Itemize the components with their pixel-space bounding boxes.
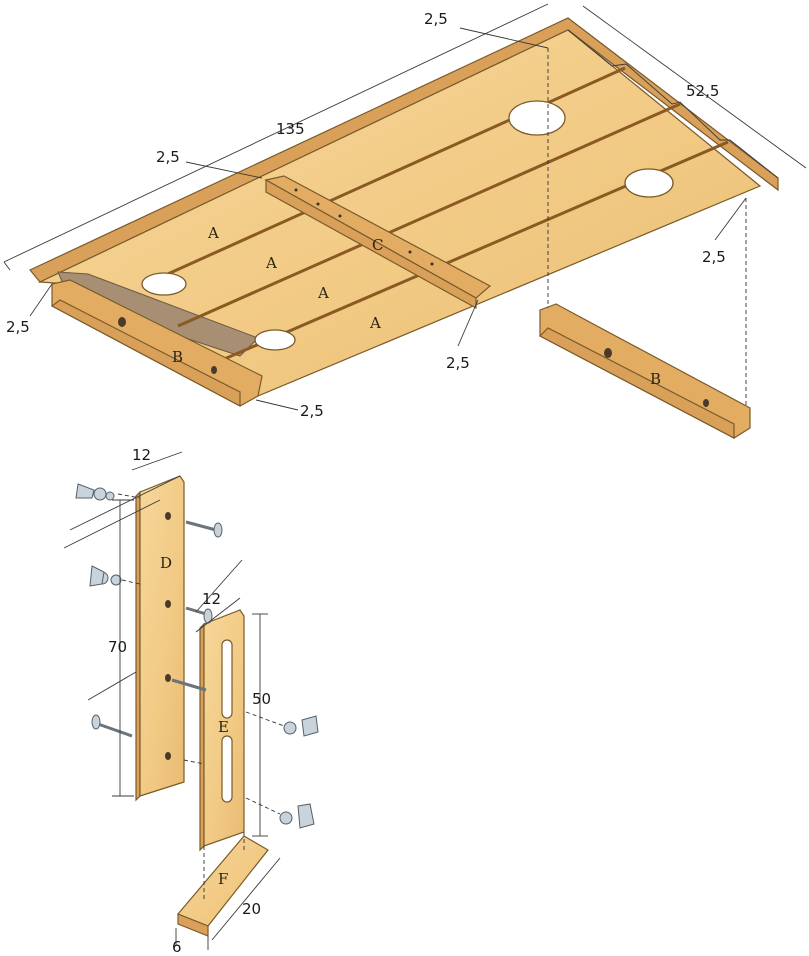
groove-2	[177, 102, 681, 328]
dim-edge-left: 2,5	[6, 318, 30, 336]
wing-nut-1	[75, 483, 115, 501]
slot-upper	[221, 639, 233, 719]
dim-length: 135	[276, 120, 305, 138]
dim-f-width: 6	[172, 938, 182, 956]
dim-edge-right: 2,5	[702, 248, 726, 266]
dim-e-height: 50	[252, 690, 271, 708]
part-label-b-loose: B	[650, 370, 661, 388]
dim-f-length: 20	[242, 900, 261, 918]
tabletop-panel	[29, 17, 779, 397]
part-label-d: D	[160, 554, 172, 572]
part-label-c: C	[372, 236, 383, 254]
bracket-e	[199, 609, 245, 852]
dim-edge-top: 2,5	[424, 10, 448, 28]
part-label-b-front: B	[172, 348, 183, 366]
bolt-head-3	[91, 714, 101, 730]
rail-b-loose-side	[538, 327, 735, 439]
board-step-edge	[567, 29, 779, 179]
dim-width: 52,5	[686, 82, 719, 100]
rail-b-front	[50, 279, 263, 407]
wing-nut-2	[89, 565, 122, 587]
mug-hole-1	[508, 100, 566, 136]
mug-hole-3	[141, 272, 187, 296]
dim-edge-bottom: 2,5	[300, 402, 324, 420]
rail-b-loose	[538, 303, 751, 439]
crossbar-c-side	[265, 178, 477, 310]
dim-e-width: 12	[202, 590, 221, 608]
part-label-a4: A	[369, 314, 381, 332]
bolt-head-1	[213, 522, 223, 538]
wing-nut-4	[279, 803, 315, 829]
part-label-a3: A	[317, 284, 329, 302]
dim-edge-bottom-center: 2,5	[446, 354, 470, 372]
bracket-e-face	[203, 609, 245, 847]
bracket-d-face	[139, 475, 185, 797]
bracket-dimension-lines	[63, 451, 281, 950]
top-dimension-lines	[3, 3, 807, 411]
wing-nut-3	[283, 715, 319, 737]
rail-b-front-side	[50, 299, 241, 407]
dim-d-width: 12	[132, 446, 151, 464]
mug-hole-4	[254, 329, 296, 351]
bracket-d	[135, 475, 185, 802]
slot-lower	[221, 735, 233, 803]
hardware	[75, 483, 319, 900]
dim-d-height: 70	[108, 638, 127, 656]
dim-edge-c: 2,5	[156, 148, 180, 166]
part-label-e: E	[218, 718, 229, 736]
part-label-f: F	[218, 870, 228, 888]
crossbar-c	[264, 175, 492, 310]
labels: 2,5 135 2,5 52,5 2,5 2,5 2,5 2,5 A A A A…	[6, 10, 726, 956]
part-label-a2: A	[265, 254, 277, 272]
part-label-a1: A	[207, 224, 219, 242]
block-f	[177, 835, 269, 937]
mug-hole-2	[624, 168, 674, 198]
